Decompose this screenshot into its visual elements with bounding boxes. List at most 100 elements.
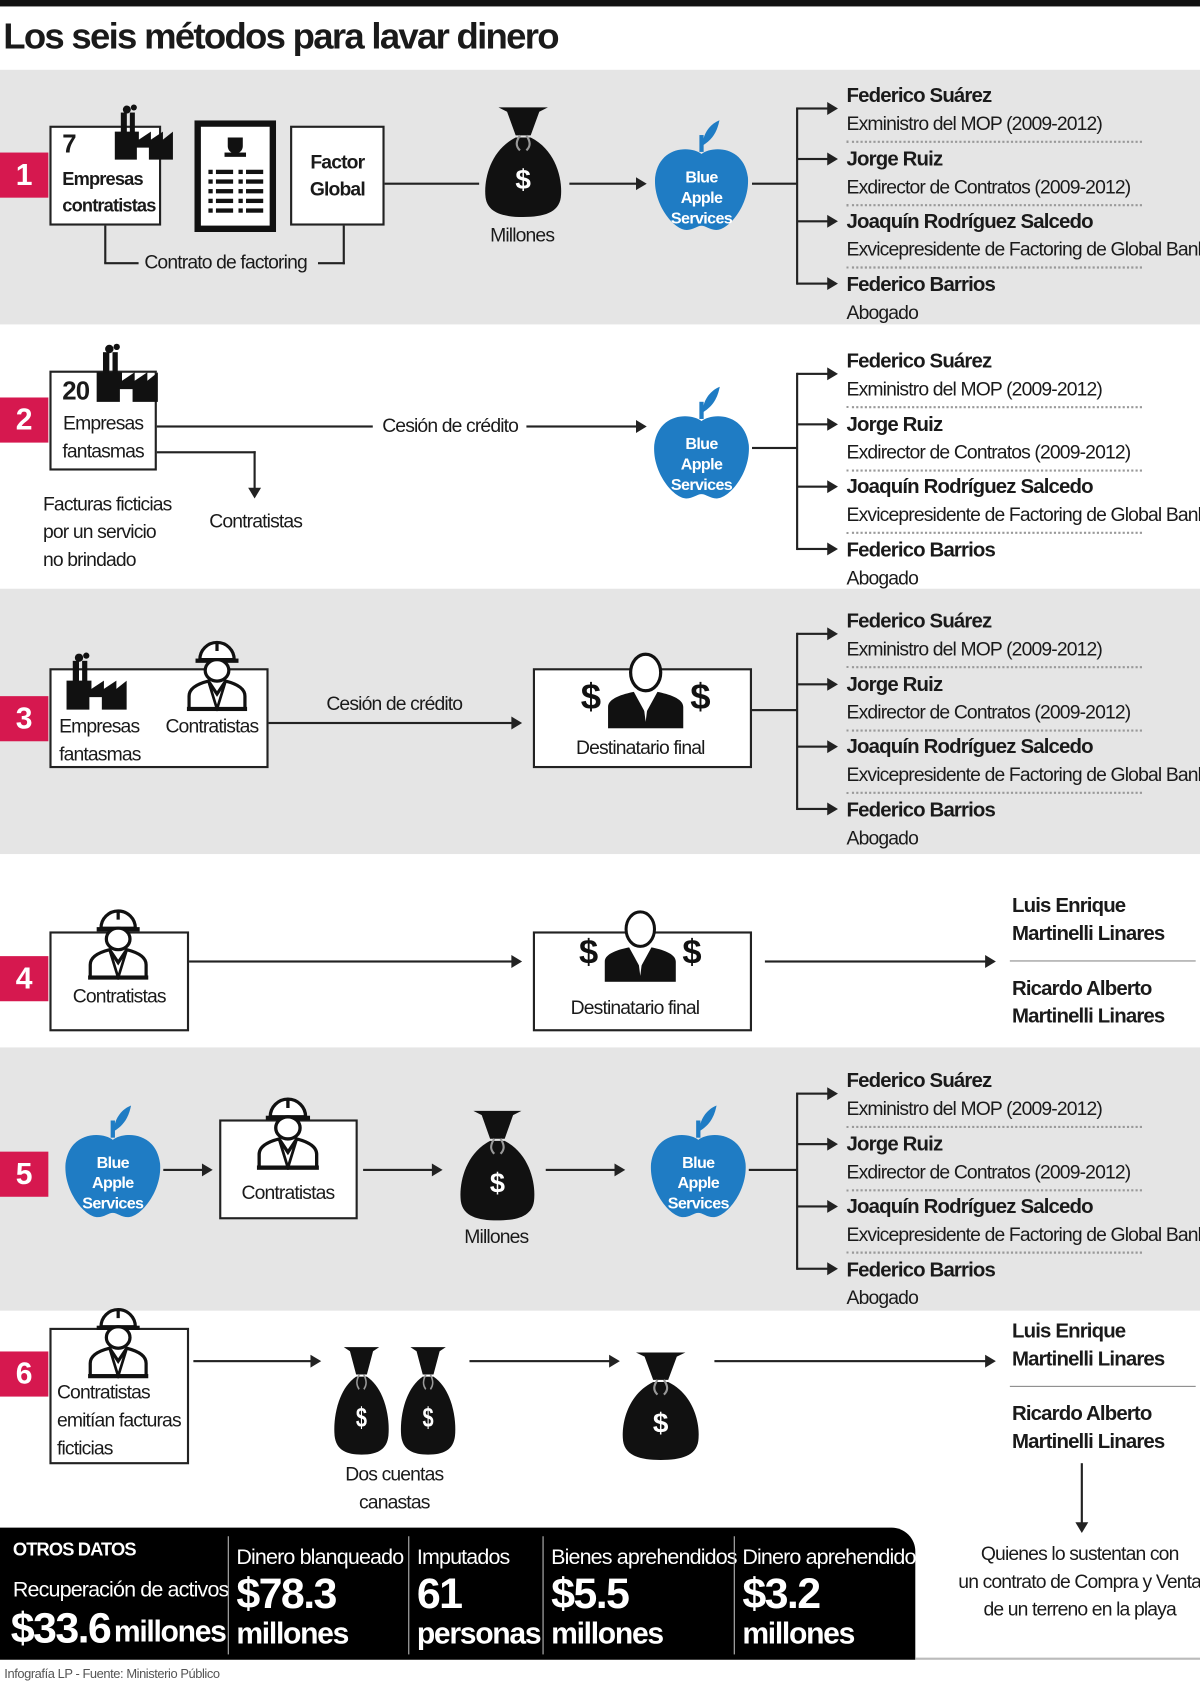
divider — [408, 1536, 410, 1655]
page-title: Los seis métodos para lavar dinero — [3, 16, 559, 57]
official-name: Federico Barrios — [846, 273, 996, 296]
official-role: Exvicepresidente de Factoring de Global … — [846, 763, 1200, 786]
worker-icon — [86, 907, 150, 983]
official-role: Exdirector de Contratos (2009-2012) — [846, 1160, 1132, 1183]
dotted-separator — [846, 666, 1142, 669]
stat-value: 61 — [416, 1570, 463, 1618]
box-label: contratistas — [62, 195, 156, 216]
section-5 — [0, 1047, 1200, 1311]
stat-unit: millones — [236, 1616, 349, 1651]
other-data-heading: OTROS DATOS — [12, 1539, 137, 1560]
official-name: Federico Barrios — [846, 1258, 996, 1282]
recipient-name: Martinelli Linares — [1011, 1430, 1165, 1454]
note-line: no brindado — [42, 548, 137, 571]
divider — [542, 1536, 544, 1655]
box-label: emitían facturas — [56, 1409, 182, 1431]
bracket-label: Contrato de factoring — [144, 251, 307, 273]
contract-document-icon — [194, 120, 277, 233]
divider — [227, 1536, 229, 1655]
stat-value: $33.6 — [10, 1605, 112, 1653]
apple-label-line: Services — [670, 475, 733, 495]
official-name: Jorge Ruiz — [846, 413, 944, 436]
official-role: Exministro del MOP (2009-2012) — [846, 378, 1103, 400]
official-name: Jorge Ruiz — [846, 673, 944, 696]
factory-icon — [64, 650, 127, 711]
tree-arrow — [797, 277, 838, 291]
official-role: Abogado — [846, 1286, 919, 1308]
official-role: Exdirector de Contratos (2009-2012) — [846, 175, 1132, 198]
official-role: Exvicepresidente de Factoring de Global … — [846, 1223, 1200, 1246]
box-label: Empresas — [63, 412, 144, 435]
tree-line — [752, 182, 798, 185]
dotted-separator — [846, 728, 1142, 732]
recipient-name: Luis Enrique — [1011, 894, 1126, 918]
divider — [733, 1536, 735, 1655]
dotted-separator — [846, 468, 1142, 472]
official-role: Exministro del MOP (2009-2012) — [846, 1097, 1103, 1120]
company-count: 20 — [62, 377, 90, 407]
bracket-line — [342, 225, 345, 265]
separator — [1009, 960, 1196, 962]
flow-label: Cesión de crédito — [382, 414, 519, 437]
box-label: Destinatario final — [576, 736, 705, 759]
tree-line — [752, 709, 798, 712]
dotted-separator — [846, 140, 1142, 143]
bracket-line — [317, 262, 345, 265]
tree-arrow — [797, 627, 838, 641]
apple-label-line: Services — [670, 209, 733, 228]
tree-arrow — [797, 214, 838, 228]
stat-unit: millones — [742, 1616, 855, 1651]
stat-unit: millones — [551, 1616, 664, 1651]
apple-label-line: Services — [667, 1194, 730, 1213]
final-recipient-icon: $$ — [578, 651, 713, 729]
bags-label: Dos cuentas — [345, 1463, 444, 1485]
apple-label-line: Apple — [680, 455, 723, 474]
note-line: Quienes lo sustentan con — [980, 1542, 1179, 1565]
stat-label: Bienes aprehendidos — [551, 1545, 737, 1570]
box-label: Factor — [310, 151, 365, 173]
apple-label-line: Apple — [680, 189, 723, 208]
money-bag-icon: $ — [400, 1343, 457, 1457]
method-number-badge: 1 — [0, 152, 49, 198]
official-name: Joaquín Rodríguez Salcedo — [846, 735, 1094, 759]
recipient-name: Martinelli Linares — [1011, 1005, 1165, 1029]
method-number-badge: 6 — [0, 1351, 49, 1397]
tree-arrow — [797, 417, 838, 431]
stat-label: Imputados — [416, 1545, 510, 1570]
tree-arrow — [797, 740, 838, 754]
flow-arrow — [163, 1163, 213, 1177]
company-count: 7 — [62, 129, 76, 159]
bracket-line — [104, 262, 139, 265]
tree-arrow — [797, 102, 838, 115]
official-role: Exvicepresidente de Factoring de Global … — [846, 238, 1200, 260]
dotted-separator — [846, 791, 1142, 794]
official-name: Joaquín Rodríguez Salcedo — [846, 1195, 1094, 1219]
recipient-name: Luis Enrique — [1011, 1320, 1126, 1343]
dotted-separator — [846, 1188, 1142, 1191]
worker-icon — [86, 1305, 150, 1381]
tree-arrow — [797, 802, 838, 816]
official-role: Exministro del MOP (2009-2012) — [846, 638, 1103, 660]
stat-value: $5.5 — [551, 1570, 630, 1618]
dotted-separator — [846, 406, 1142, 409]
official-role: Exdirector de Contratos (2009-2012) — [846, 700, 1132, 723]
method-number-badge: 4 — [0, 956, 49, 1002]
flow-arrow — [714, 1354, 996, 1368]
official-role: Exdirector de Contratos (2009-2012) — [846, 441, 1132, 463]
flow-label: Cesión de crédito — [326, 692, 463, 715]
bags-label: canastas — [359, 1491, 430, 1513]
tree-arrow — [797, 1262, 838, 1276]
apple-label-line: Blue — [685, 435, 718, 454]
apple-label-line: Apple — [677, 1174, 720, 1193]
note-line: de un terreno en la playa — [983, 1598, 1176, 1621]
tree-arrow — [797, 367, 838, 381]
tree-arrow — [797, 480, 838, 494]
recipient-name: Ricardo Alberto — [1011, 1403, 1152, 1426]
apple-label-line: Services — [82, 1194, 144, 1213]
top-rule — [0, 0, 1200, 7]
worker-icon — [185, 638, 249, 714]
